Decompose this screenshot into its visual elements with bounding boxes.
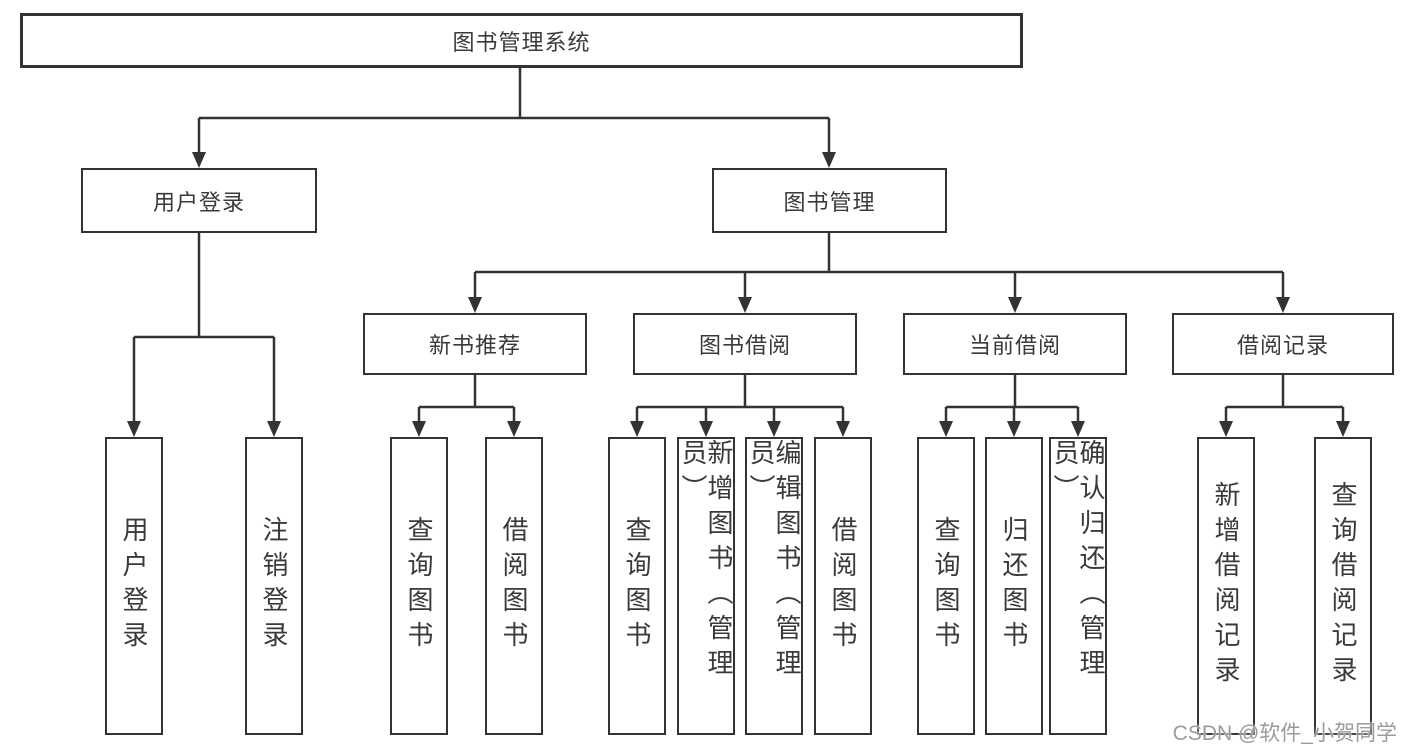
- node-book-borrow-label: 图书借阅: [698, 333, 791, 358]
- node-current-borrow-label: 当前借阅: [968, 333, 1061, 358]
- leaf-current-query-books-label: 查询图书: [931, 516, 961, 656]
- leaf-logout-label: 注销登录: [259, 516, 289, 656]
- node-book-borrow: 图书借阅: [633, 313, 857, 375]
- leaf-current-confirm-return-admin-label: 确认归还（管理员）: [1050, 439, 1106, 684]
- leaf-recommend-query-books: 查询图书: [390, 437, 448, 735]
- leaf-current-query-books: 查询图书: [917, 437, 975, 735]
- leaf-current-return-books: 归还图书: [985, 437, 1043, 735]
- leaf-borrow-edit-books-admin-label: 编辑图书（管理员）: [746, 439, 802, 684]
- leaf-borrow-query-books: 查询图书: [608, 437, 666, 735]
- node-root-label: 图书管理系统: [452, 29, 591, 55]
- leaf-user-login-label: 用户登录: [119, 516, 149, 656]
- node-new-book-recommend-label: 新书推荐: [428, 333, 521, 358]
- leaf-recommend-query-books-label: 查询图书: [404, 516, 434, 656]
- leaf-borrow-borrow-books: 借阅图书: [814, 437, 872, 735]
- node-borrow-records: 借阅记录: [1172, 313, 1394, 375]
- node-borrow-records-label: 借阅记录: [1236, 333, 1329, 358]
- leaf-logout: 注销登录: [245, 437, 303, 735]
- leaf-borrow-add-books-admin: 新增图书（管理员）: [677, 437, 735, 735]
- leaf-recommend-borrow-books-label: 借阅图书: [499, 516, 529, 656]
- csdn-watermark: CSDN @软件_小贺同学: [1172, 722, 1397, 745]
- leaf-records-query-record-label: 查询借阅记录: [1328, 481, 1358, 691]
- leaf-current-confirm-return-admin: 确认归还（管理员）: [1049, 437, 1107, 735]
- node-current-borrow: 当前借阅: [903, 313, 1127, 375]
- node-root: 图书管理系统: [20, 13, 1023, 68]
- leaf-records-add-record-label: 新增借阅记录: [1211, 481, 1241, 691]
- leaf-records-add-record: 新增借阅记录: [1197, 437, 1255, 735]
- leaf-recommend-borrow-books: 借阅图书: [485, 437, 543, 735]
- node-book-management: 图书管理: [712, 168, 947, 233]
- node-book-management-label: 图书管理: [783, 189, 876, 215]
- arrowheads: [127, 152, 1350, 437]
- leaf-user-login: 用户登录: [105, 437, 163, 735]
- node-user-login-label: 用户登录: [152, 189, 245, 215]
- leaf-borrow-borrow-books-label: 借阅图书: [828, 516, 858, 656]
- leaf-borrow-query-books-label: 查询图书: [622, 516, 652, 656]
- leaf-borrow-edit-books-admin: 编辑图书（管理员）: [745, 437, 803, 735]
- leaf-current-return-books-label: 归还图书: [999, 516, 1029, 656]
- leaf-borrow-add-books-admin-label: 新增图书（管理员）: [678, 439, 734, 684]
- leaf-records-query-record: 查询借阅记录: [1314, 437, 1372, 735]
- node-user-login: 用户登录: [81, 168, 317, 233]
- node-new-book-recommend: 新书推荐: [363, 313, 587, 375]
